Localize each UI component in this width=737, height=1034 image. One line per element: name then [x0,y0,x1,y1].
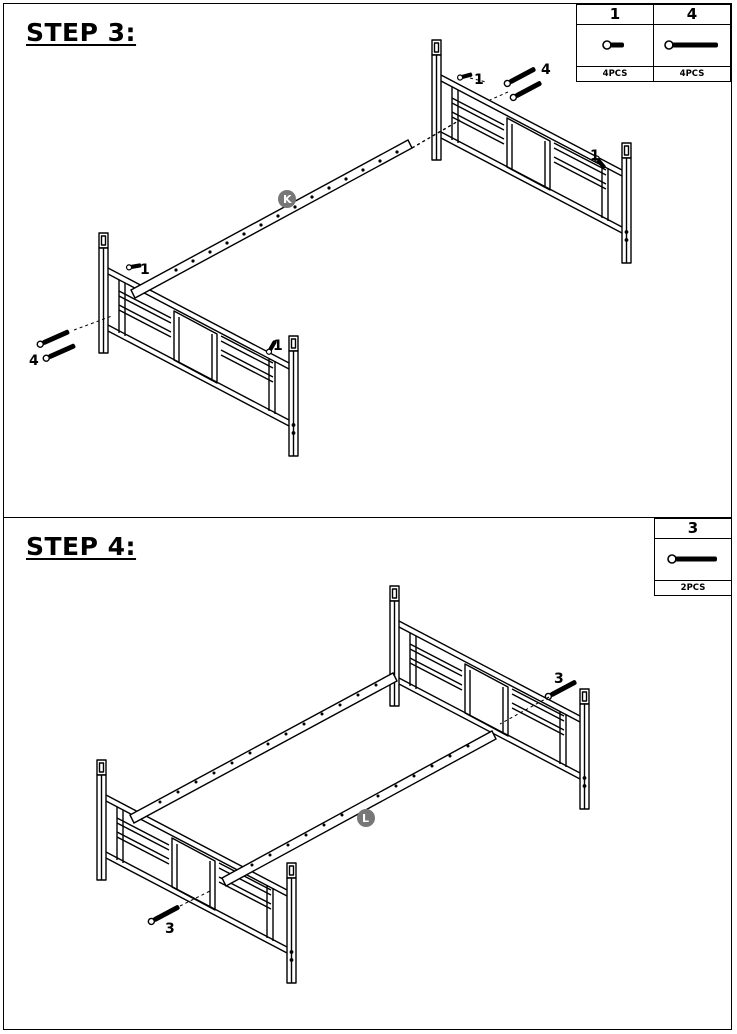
part-number: 3 [655,519,731,539]
short-bolt-icon [577,25,653,66]
step-3-hardware [35,65,607,363]
callout-3: 3 [554,671,564,687]
callout-1: 1 [140,262,150,278]
step-4-title: STEP 4: [26,532,137,561]
part-quantity: 2PCS [655,580,731,595]
part-quantity: 4PCS [654,66,730,81]
side-rail-l [221,730,497,887]
part-l-badge: L [357,809,375,827]
svg-text:K: K [283,193,292,206]
callout-1: 1 [590,148,600,164]
parts-column-1: 3 2PCS [655,519,731,595]
part-number: 1 [577,5,653,25]
rear-bed-end [431,39,632,264]
step-4-parts-table: 3 2PCS [654,518,732,596]
callout-3: 3 [165,921,175,937]
callout-4: 4 [541,62,551,78]
step-3-parts-table: 1 4PCS 4 4PCS [576,4,731,82]
step-4-panel: STEP 4: 3 2PCS [3,517,732,1030]
callout-4: 4 [29,353,39,369]
step-4-diagram: L 3 3 [96,585,590,984]
step-3-diagram: K 1 4 1 1 4 1 [29,39,632,457]
parts-column-1: 1 4PCS [577,5,654,81]
long-bolt-icon [654,25,730,66]
side-rail-k [130,119,461,299]
callout-1: 1 [273,338,283,354]
parts-column-2: 4 4PCS [654,5,730,81]
part-number: 4 [654,5,730,25]
step-3-title: STEP 3: [26,18,137,47]
step-3-panel: STEP 3: 1 4PCS 4 [3,3,732,518]
left-side-rail [129,672,398,824]
long-bolt-icon [655,539,731,580]
callout-1: 1 [474,72,484,88]
front-bed-end [96,759,297,984]
svg-text:L: L [362,812,369,825]
part-quantity: 4PCS [577,66,653,81]
part-k-badge: K [278,190,296,208]
